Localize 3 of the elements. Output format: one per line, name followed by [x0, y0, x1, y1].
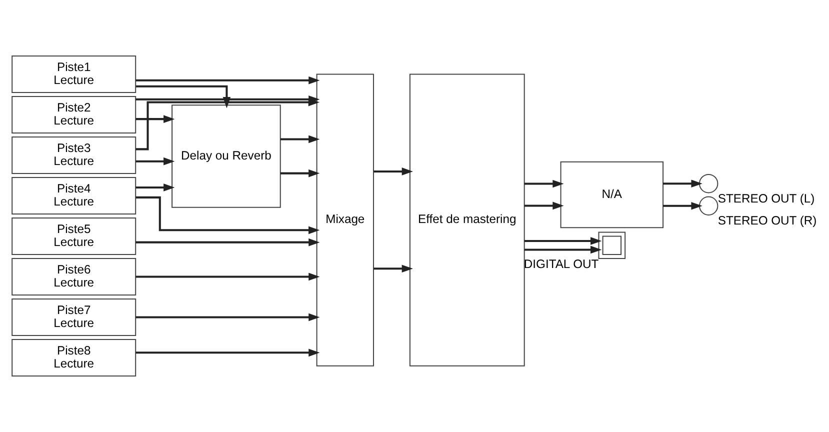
node-label: STEREO OUT (L) — [718, 191, 815, 206]
node-label: DIGITAL OUT — [524, 257, 599, 272]
node-label: STEREO OUT (R) — [718, 214, 817, 228]
